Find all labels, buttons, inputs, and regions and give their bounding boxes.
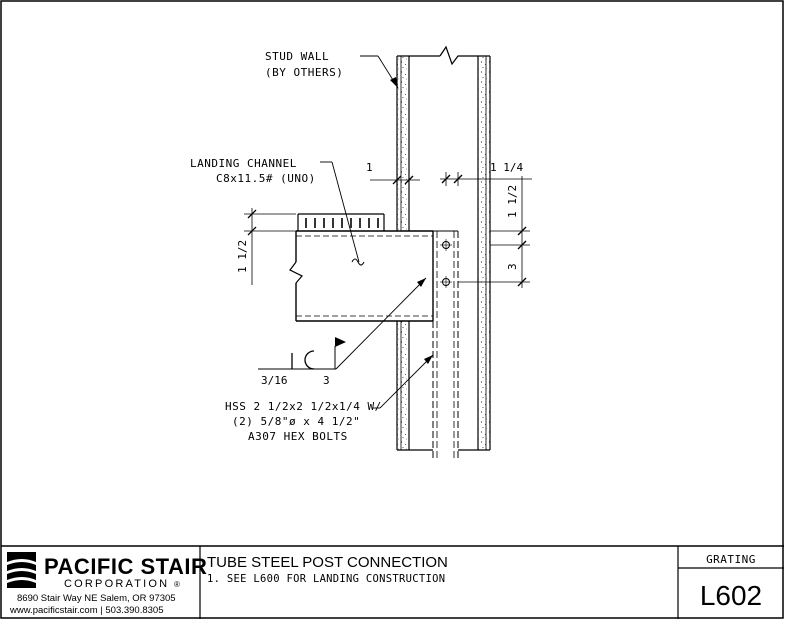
label-stud-wall: STUD WALL	[265, 50, 329, 63]
hss-post	[432, 230, 459, 458]
dimension-lines	[244, 170, 532, 288]
dim-top-bolt-edge: 1 1/2	[506, 185, 519, 218]
label-landing-channel: LANDING CHANNEL	[190, 157, 297, 170]
weld-symbol	[258, 346, 336, 370]
weld-size: 3/16	[261, 374, 288, 387]
drawing-category: GRATING	[706, 553, 756, 566]
bolt-top	[440, 239, 452, 251]
arrowhead-stud	[390, 77, 398, 88]
drawing-title: TUBE STEEL POST CONNECTION	[207, 554, 448, 571]
leader-lines	[320, 55, 434, 409]
company-sub: CORPORATION	[64, 578, 169, 590]
dim-wall-face: 1	[366, 161, 373, 174]
dim-post-width: 1 1/4	[490, 161, 523, 174]
landing-channel	[289, 230, 434, 322]
bolt-bottom	[440, 276, 452, 288]
field-weld-flag	[335, 337, 346, 347]
company-contact: www.pacificstair.com | 503.390.8305	[9, 605, 164, 616]
label-channel-size: C8x11.5# (UNO)	[216, 172, 316, 185]
registered-mark: ®	[174, 580, 180, 589]
label-stud-wall-note: (BY OTHERS)	[265, 66, 343, 79]
arrowhead-weld	[417, 278, 426, 287]
grating	[297, 213, 385, 231]
title-block	[1, 545, 784, 619]
label-hss: HSS 2 1/2x2 1/2x1/4 W/	[225, 400, 382, 413]
arrowhead-hss	[424, 355, 433, 364]
label-bolts: (2) 5/8"ø x 4 1/2"	[232, 415, 360, 428]
label-bolt-grade: A307 HEX BOLTS	[248, 430, 348, 443]
drawing-note: 1. SEE L600 FOR LANDING CONSTRUCTION	[207, 573, 445, 585]
company-logo-icon	[7, 552, 36, 588]
company-address: 8690 Stair Way NE Salem, OR 97305	[17, 593, 176, 604]
dim-channel-depth: 1 1/2	[236, 240, 249, 273]
weld-length: 3	[323, 374, 330, 387]
dim-bolt-spacing: 3	[506, 263, 519, 270]
sheet-number: L602	[700, 580, 762, 611]
company-name: PACIFIC STAIR	[44, 554, 207, 579]
